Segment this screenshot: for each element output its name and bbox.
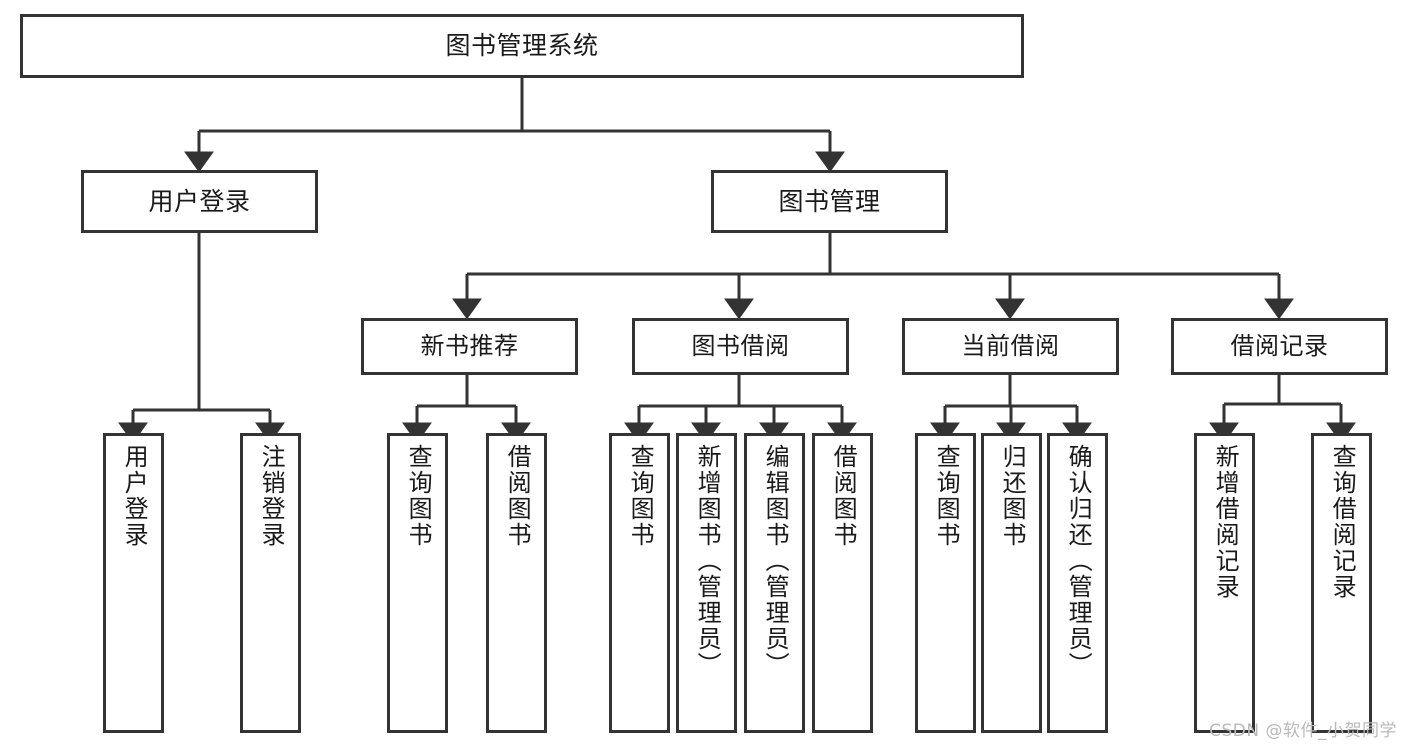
node-label: 借阅图书 — [829, 444, 858, 548]
node-new-book-recommend[interactable]: 新书推荐 — [361, 318, 578, 375]
node-label: 新增图书（管理员） — [693, 444, 722, 678]
node-label: 借阅记录 — [1230, 332, 1329, 361]
node-label: 查询借阅记录 — [1328, 444, 1357, 600]
node-label: 查询图书 — [626, 444, 655, 548]
node-user-login[interactable]: 用户登录 — [81, 170, 318, 233]
node-label: 图书管理 — [778, 186, 881, 216]
node-leaf-add-record[interactable]: 新增借阅记录 — [1194, 433, 1255, 733]
node-label: 当前借阅 — [961, 332, 1060, 361]
node-leaf-borrow-book-2[interactable]: 借阅图书 — [812, 433, 873, 733]
node-leaf-borrow-book-1[interactable]: 借阅图书 — [486, 433, 547, 733]
node-book-borrow[interactable]: 图书借阅 — [632, 318, 849, 375]
node-current-borrow[interactable]: 当前借阅 — [902, 318, 1119, 375]
node-leaf-return-book[interactable]: 归还图书 — [981, 433, 1042, 733]
csdn-watermark: CSDN @软件_小贺同学 — [1209, 721, 1397, 741]
node-leaf-query-book-1[interactable]: 查询图书 — [387, 433, 448, 733]
node-leaf-logout[interactable]: 注销登录 — [240, 433, 301, 733]
node-label: 查询图书 — [932, 444, 961, 548]
node-label: 图书管理系统 — [445, 31, 599, 61]
node-leaf-edit-book[interactable]: 编辑图书（管理员） — [744, 433, 805, 733]
node-leaf-confirm-return[interactable]: 确认归还（管理员） — [1047, 433, 1108, 733]
node-label: 图书借阅 — [691, 332, 790, 361]
node-label: 注销登录 — [257, 444, 286, 548]
node-label: 用户登录 — [148, 186, 251, 216]
node-leaf-query-record[interactable]: 查询借阅记录 — [1311, 433, 1372, 733]
node-label: 归还图书 — [998, 444, 1027, 548]
node-label: 新书推荐 — [420, 332, 519, 361]
node-label: 新增借阅记录 — [1211, 444, 1240, 600]
node-label: 用户登录 — [120, 444, 149, 548]
node-leaf-query-book-3[interactable]: 查询图书 — [915, 433, 976, 733]
node-label: 确认归还（管理员） — [1064, 444, 1093, 678]
node-leaf-add-book[interactable]: 新增图书（管理员） — [676, 433, 737, 733]
node-book-management[interactable]: 图书管理 — [711, 170, 948, 233]
node-leaf-query-book-2[interactable]: 查询图书 — [609, 433, 670, 733]
node-borrow-record[interactable]: 借阅记录 — [1171, 318, 1388, 375]
node-label: 查询图书 — [404, 444, 433, 548]
node-leaf-user-login[interactable]: 用户登录 — [103, 433, 164, 733]
node-root-system[interactable]: 图书管理系统 — [20, 14, 1024, 78]
node-label: 编辑图书（管理员） — [761, 444, 790, 678]
node-label: 借阅图书 — [503, 444, 532, 548]
